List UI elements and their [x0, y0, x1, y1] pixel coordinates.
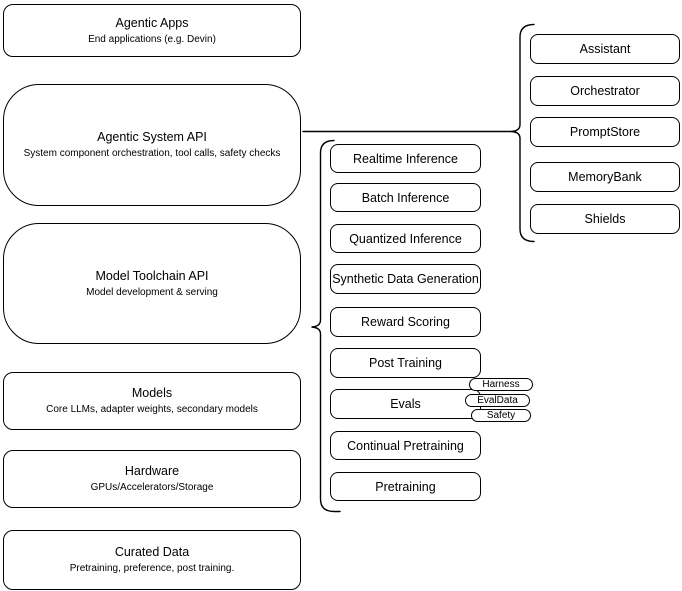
- node-label: Orchestrator: [570, 84, 640, 98]
- pill-harness: Harness: [469, 378, 533, 391]
- node-label: Reward Scoring: [361, 315, 450, 329]
- node-label: Post Training: [369, 356, 442, 370]
- pill-safety: Safety: [471, 409, 531, 422]
- node-title: Hardware: [124, 464, 180, 478]
- node-pretraining: Pretraining: [330, 472, 481, 501]
- node-subtitle: System component orchestration, tool cal…: [23, 148, 281, 159]
- pill-label: Safety: [486, 410, 516, 421]
- node-label: Shields: [584, 212, 626, 226]
- node-assistant: Assistant: [530, 34, 680, 64]
- node-shields: Shields: [530, 204, 680, 234]
- node-label: Quantized Inference: [349, 231, 462, 246]
- node-label: Pretraining: [375, 479, 436, 494]
- pill-label: EvalData: [477, 395, 518, 406]
- node-hardware: Hardware GPUs/Accelerators/Storage: [3, 450, 301, 508]
- node-label: Continual Pretraining: [347, 438, 464, 453]
- node-promptstore: PromptStore: [530, 117, 680, 147]
- node-continual-pretraining: Continual Pretraining: [330, 431, 481, 460]
- node-agentic-apps: Agentic Apps End applications (e.g. Devi…: [3, 4, 301, 57]
- node-subtitle: End applications (e.g. Devin): [88, 33, 216, 45]
- node-post-training: Post Training: [330, 348, 481, 378]
- node-subtitle: Pretraining, preference, post training.: [69, 563, 235, 574]
- node-title: Agentic System API: [97, 130, 207, 144]
- node-label: MemoryBank: [568, 170, 642, 184]
- node-label: Synthetic Data Generation: [332, 272, 479, 286]
- node-agentic-system-api: Agentic System API System component orch…: [3, 84, 301, 206]
- node-label: PromptStore: [569, 125, 641, 139]
- node-label: Realtime Inference: [353, 151, 458, 166]
- pill-label: Harness: [482, 379, 520, 390]
- node-title: Models: [131, 386, 173, 400]
- node-realtime-inference: Realtime Inference: [330, 144, 481, 173]
- node-title: Curated Data: [114, 545, 190, 559]
- node-subtitle: Core LLMs, adapter weights, secondary mo…: [46, 404, 258, 415]
- node-subtitle: Model development & serving: [86, 286, 218, 298]
- node-label: Batch Inference: [361, 190, 450, 205]
- node-subtitle: GPUs/Accelerators/Storage: [90, 482, 214, 493]
- node-batch-inference: Batch Inference: [330, 183, 481, 212]
- node-label: Evals: [390, 397, 421, 411]
- node-title: Agentic Apps: [115, 15, 189, 30]
- node-reward-scoring: Reward Scoring: [330, 307, 481, 337]
- node-model-toolchain-api: Model Toolchain API Model development & …: [3, 223, 301, 344]
- node-models: Models Core LLMs, adapter weights, secon…: [3, 372, 301, 430]
- node-evals: Evals: [330, 389, 481, 419]
- node-title: Model Toolchain API: [95, 268, 209, 283]
- node-memorybank: MemoryBank: [530, 162, 680, 192]
- node-orchestrator: Orchestrator: [530, 76, 680, 106]
- node-label: Assistant: [579, 42, 631, 56]
- pill-evaldata: EvalData: [465, 394, 530, 407]
- node-synthetic-data-generation: Synthetic Data Generation: [330, 264, 481, 294]
- node-curated-data: Curated Data Pretraining, preference, po…: [3, 530, 301, 590]
- node-quantized-inference: Quantized Inference: [330, 224, 481, 253]
